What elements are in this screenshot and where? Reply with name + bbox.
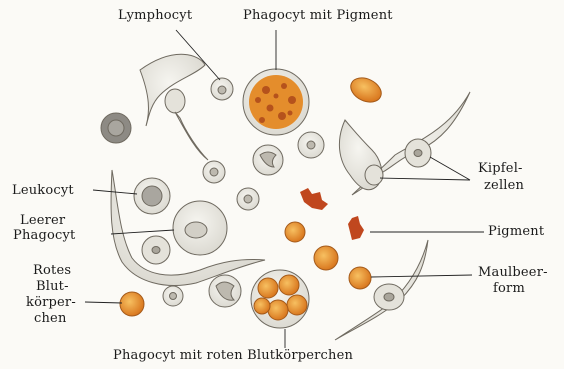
phagocyte-with-rbcs <box>251 270 309 328</box>
pigment-clumps <box>300 188 364 240</box>
phagocyte-with-pigment <box>243 69 309 135</box>
spindle-cell-topleft <box>140 54 208 160</box>
label-rotes-blutkoerperchen-2: Blut- <box>36 279 69 294</box>
label-maulbeerform-2: form <box>493 281 525 296</box>
label-rotes-blutkoerperchen-4: chen <box>34 311 67 326</box>
label-pigment: Pigment <box>488 224 544 239</box>
label-rotes-blutkoerperchen-3: körper- <box>26 295 76 310</box>
label-leerer-phagocyt-2: Phagocyt <box>13 228 75 243</box>
label-leukocyt: Leukocyt <box>12 183 74 198</box>
label-kipfelzellen-2: zellen <box>484 178 524 193</box>
label-maulbeerform-1: Maulbeer- <box>478 265 548 280</box>
label-phagocyt-mit-roten-blutkoerperchen: Phagocyt mit roten Blutkörperchen <box>113 348 353 363</box>
spindle-cell-bottomright <box>335 240 428 340</box>
label-kipfelzellen-1: Kipfel- <box>478 161 523 176</box>
label-phagocyt-mit-pigment: Phagocyt mit Pigment <box>243 8 393 23</box>
label-rotes-blutkoerperchen-1: Rotes <box>33 263 71 278</box>
label-leerer-phagocyt-1: Leerer <box>20 213 65 228</box>
label-lymphocyt: Lymphocyt <box>118 8 192 23</box>
